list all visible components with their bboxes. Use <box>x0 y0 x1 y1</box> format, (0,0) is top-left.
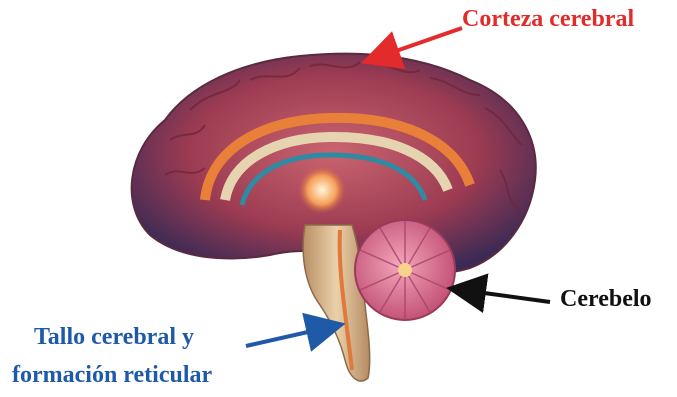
cortex-label: Corteza cerebral <box>462 6 634 33</box>
brainstem-label-line1: Tallo cerebral y <box>34 324 194 351</box>
cerebellum-label: Cerebelo <box>560 286 652 313</box>
brainstem-label-line2: formación reticular <box>12 362 212 389</box>
thalamus-glow <box>298 166 346 214</box>
cortex-arrow <box>376 28 462 58</box>
cerebellum-arrow <box>462 290 550 302</box>
cerebellum-shape <box>355 220 455 320</box>
brainstem-arrow <box>246 327 330 346</box>
